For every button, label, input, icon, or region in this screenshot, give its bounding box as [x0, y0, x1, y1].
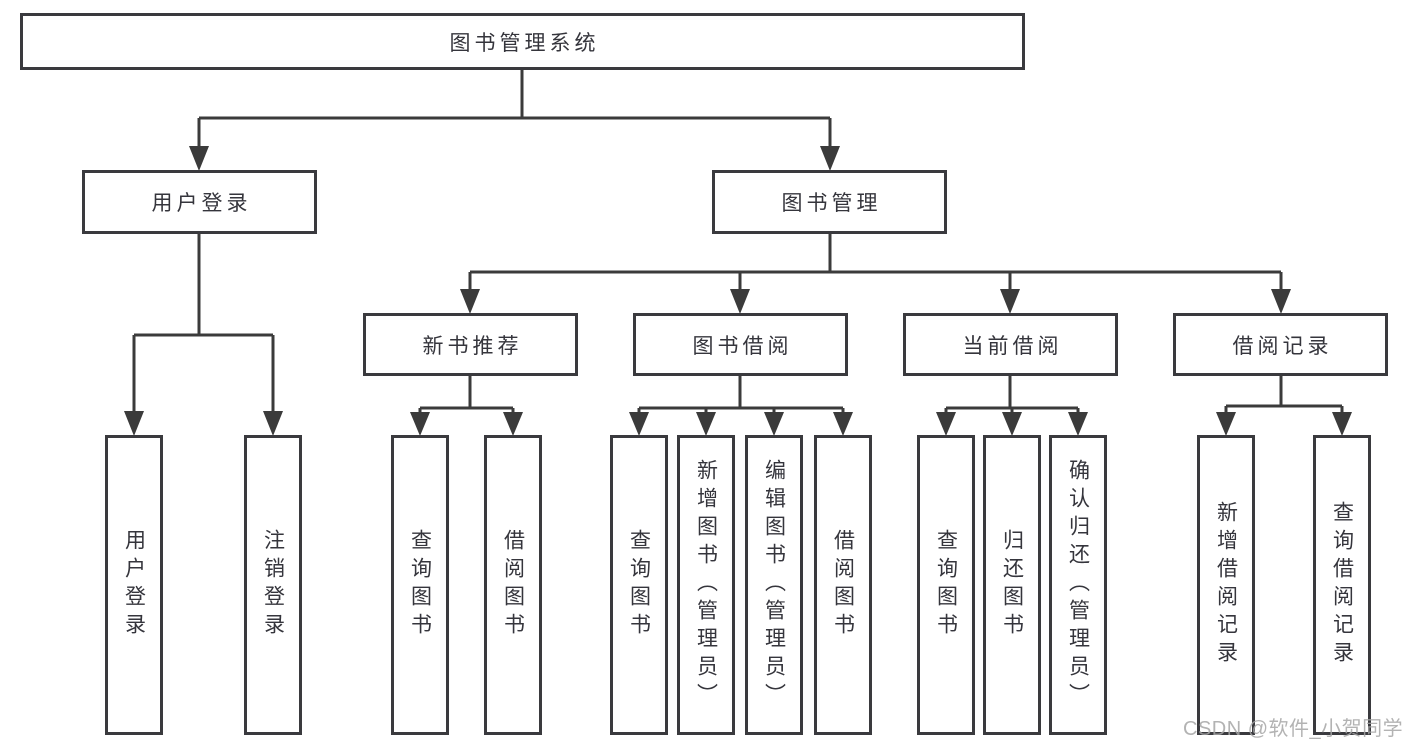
leaf-user-login: 用户登录 [105, 435, 163, 735]
node-new-book-recommend: 新书推荐 [363, 313, 578, 376]
leaf-label: 查询图书 [408, 529, 432, 641]
leaf-borrow-books: 借阅图书 [484, 435, 542, 735]
node-label: 用户登录 [151, 192, 252, 215]
node-borrowing-records: 借阅记录 [1173, 313, 1388, 376]
leaf-query-books: 查询图书 [391, 435, 449, 735]
node-user-login: 用户登录 [82, 170, 317, 234]
leaf-label: 编辑图书（管理员） [762, 459, 786, 711]
leaf-label: 查询图书 [627, 529, 651, 641]
leaf-query-books: 查询图书 [917, 435, 975, 735]
node-current-borrowing: 当前借阅 [903, 313, 1118, 376]
leaf-logout: 注销登录 [244, 435, 302, 735]
node-label: 图书借阅 [692, 334, 793, 358]
leaf-label: 新增图书（管理员） [694, 459, 718, 711]
node-label: 借阅记录 [1232, 334, 1333, 358]
leaf-label: 用户登录 [122, 529, 146, 641]
leaf-add-borrow-record: 新增借阅记录 [1197, 435, 1255, 735]
csdn-watermark: CSDN @软件_小贺同学 [1183, 718, 1404, 740]
leaf-query-borrow-record: 查询借阅记录 [1313, 435, 1371, 735]
node-label: 图书管理 [781, 192, 882, 215]
leaf-confirm-return-admin: 确认归还（管理员） [1049, 435, 1107, 735]
node-book-management: 图书管理 [712, 170, 947, 234]
leaf-label: 归还图书 [1000, 529, 1024, 641]
leaf-label: 查询借阅记录 [1330, 501, 1354, 669]
leaf-query-books: 查询图书 [610, 435, 668, 735]
leaf-borrow-books: 借阅图书 [814, 435, 872, 735]
leaf-label: 确认归还（管理员） [1066, 459, 1090, 711]
leaf-label: 借阅图书 [501, 529, 525, 641]
node-label: 当前借阅 [962, 334, 1063, 358]
node-root: 图书管理系统 [20, 13, 1025, 70]
node-label: 图书管理系统 [449, 31, 600, 55]
leaf-return-books: 归还图书 [983, 435, 1041, 735]
leaf-add-books-admin: 新增图书（管理员） [677, 435, 735, 735]
leaf-label: 新增借阅记录 [1214, 501, 1238, 669]
leaf-label: 借阅图书 [831, 529, 855, 641]
leaf-label: 注销登录 [261, 529, 285, 641]
leaf-edit-books-admin: 编辑图书（管理员） [745, 435, 803, 735]
node-label: 新书推荐 [422, 334, 523, 358]
node-book-borrowing: 图书借阅 [633, 313, 848, 376]
leaf-label: 查询图书 [934, 529, 958, 641]
